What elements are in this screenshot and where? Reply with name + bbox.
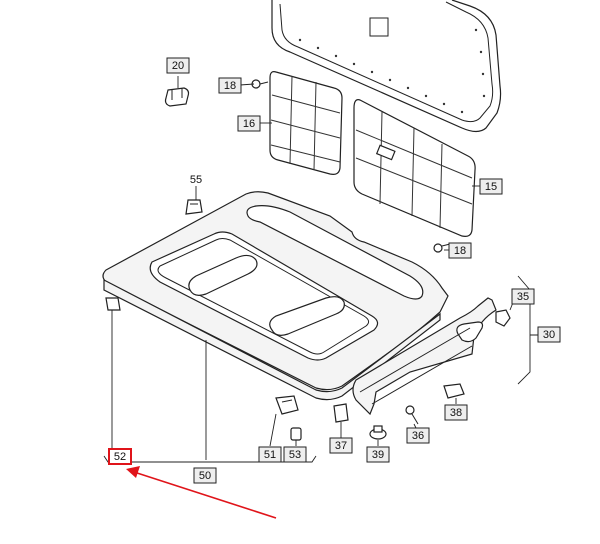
callout-18-lower: 18 (448, 242, 472, 259)
callout-16: 16 (237, 115, 261, 132)
part-16-panel (269, 71, 343, 175)
part-53-pin (290, 427, 302, 441)
callout-53-label: 53 (289, 449, 301, 461)
callout-30-label: 30 (543, 329, 555, 341)
part-55-bracket (185, 199, 203, 215)
part-30-side-trim (352, 297, 497, 416)
callout-38: 38 (444, 404, 468, 421)
callout-18-upper: 18 (218, 77, 242, 94)
callout-15: 15 (479, 178, 503, 195)
callout-20-label: 20 (172, 60, 184, 72)
part-15-panel (353, 99, 476, 237)
callout-52-highlighted: 52 (108, 448, 132, 465)
part-39-grommet (369, 425, 387, 440)
edge-rivets (298, 28, 486, 114)
callout-18-upper-label: 18 (224, 80, 236, 92)
callout-50: 50 (193, 467, 217, 484)
red-annotation-arrow (126, 466, 277, 519)
part-18-screw-lower (433, 243, 451, 253)
top-carpet-panel (271, 0, 502, 133)
callout-52-label: 52 (114, 451, 126, 463)
callout-55: 55 (190, 174, 202, 186)
callout-39-label: 39 (372, 449, 384, 461)
part-51-53-bracket (275, 395, 299, 415)
callout-15-label: 15 (485, 181, 497, 193)
callout-20: 20 (166, 57, 190, 74)
callout-55-label: 55 (190, 174, 202, 186)
callout-50-label: 50 (199, 470, 211, 482)
callout-37-label: 37 (335, 440, 347, 452)
callout-53: 53 (283, 446, 307, 463)
part-52-clip (105, 297, 121, 311)
callout-35-label: 35 (517, 291, 529, 303)
part-50-floor-board (102, 191, 449, 401)
callout-36-label: 36 (412, 430, 424, 442)
part-20-clip (164, 87, 190, 107)
callout-30: 30 (537, 326, 561, 343)
callout-36: 36 (406, 427, 430, 444)
part-35-clip (495, 309, 511, 327)
callout-16-label: 16 (243, 118, 255, 130)
part-36-screw (405, 405, 419, 425)
callout-18-lower-label: 18 (454, 245, 466, 257)
callout-37: 37 (329, 437, 353, 454)
part-37-clip (333, 403, 349, 423)
callout-51: 51 (258, 446, 282, 463)
callout-39: 39 (366, 446, 390, 463)
part-38-bracket (443, 383, 465, 399)
leader-lines (103, 76, 540, 463)
part-18-screw-upper (251, 79, 269, 89)
callout-51-label: 51 (264, 449, 276, 461)
callout-38-label: 38 (450, 407, 462, 419)
callout-35: 35 (511, 288, 535, 305)
